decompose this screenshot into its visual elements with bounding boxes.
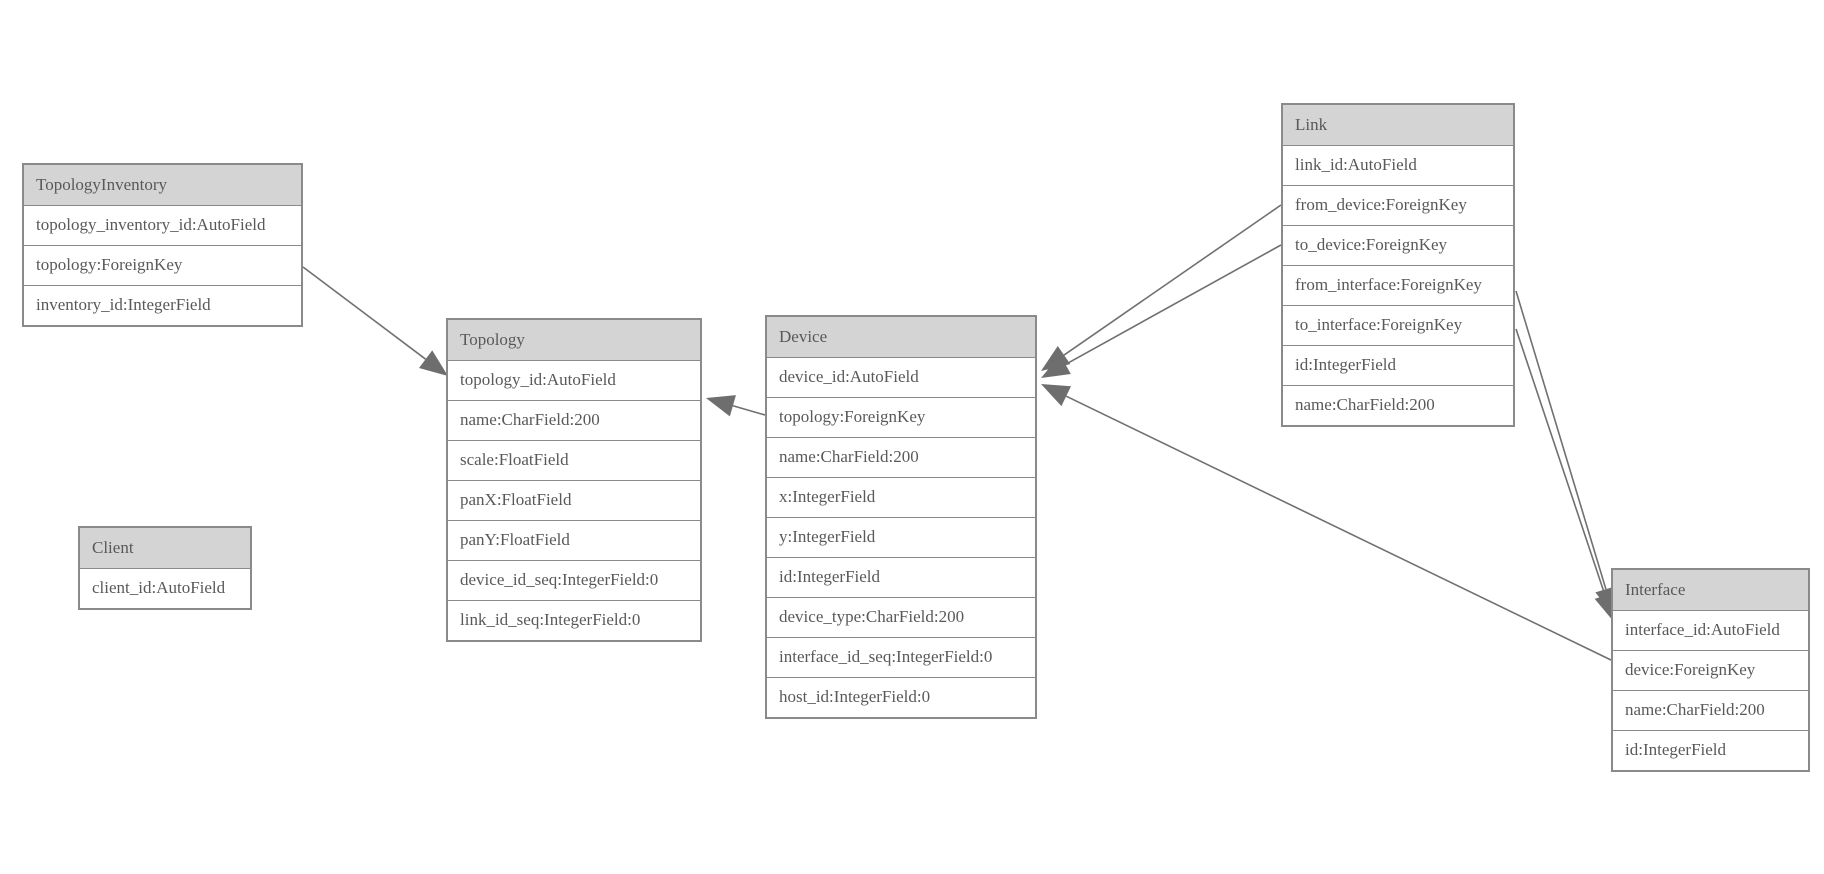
arrowhead-icon	[419, 350, 448, 376]
table-device-field-row: host_id:IntegerField:0	[767, 677, 1035, 717]
table-device-field-row: device_id:AutoField	[767, 357, 1035, 397]
arrowhead-icon	[1041, 354, 1071, 378]
arrowhead-icon	[706, 395, 736, 417]
table-device-field-row: topology:ForeignKey	[767, 397, 1035, 437]
arrowhead-icon	[1041, 346, 1071, 371]
connector-link-to-interface-interface	[1515, 328, 1616, 622]
connector-link-from-interface-interface	[1515, 290, 1617, 616]
table-device-field-row: device_type:CharField:200	[767, 597, 1035, 637]
connector-device-topology	[706, 395, 766, 417]
table-topology-inventory-field-row: topology_inventory_id:AutoField	[24, 205, 301, 245]
table-topology-header: Topology	[448, 320, 700, 360]
table-device-field-row: id:IntegerField	[767, 557, 1035, 597]
table-device-field-row: interface_id_seq:IntegerField:0	[767, 637, 1035, 677]
table-link-field-row: name:CharField:200	[1283, 385, 1513, 425]
table-device-field-row: name:CharField:200	[767, 437, 1035, 477]
table-link-field-row: link_id:AutoField	[1283, 145, 1513, 185]
table-link-header: Link	[1283, 105, 1513, 145]
table-topology-field-row: topology_id:AutoField	[448, 360, 700, 400]
table-device-field-row: x:IntegerField	[767, 477, 1035, 517]
table-interface-field-row: interface_id:AutoField	[1613, 610, 1808, 650]
table-device-header: Device	[767, 317, 1035, 357]
table-topology-field-row: name:CharField:200	[448, 400, 700, 440]
table-interface-field-row: name:CharField:200	[1613, 690, 1808, 730]
table-topology-field-row: panY:FloatField	[448, 520, 700, 560]
table-link-field-row: from_device:ForeignKey	[1283, 185, 1513, 225]
table-topology-field-row: panX:FloatField	[448, 480, 700, 520]
table-topology-field-row: device_id_seq:IntegerField:0	[448, 560, 700, 600]
table-link-field-row: to_device:ForeignKey	[1283, 225, 1513, 265]
connector-link-to-device-device	[1041, 244, 1282, 378]
table-interface-field-row: device:ForeignKey	[1613, 650, 1808, 690]
table-link-field-row: to_interface:ForeignKey	[1283, 305, 1513, 345]
table-link-field-row: from_interface:ForeignKey	[1283, 265, 1513, 305]
table-topology-field-row: scale:FloatField	[448, 440, 700, 480]
table-topology-field-row: link_id_seq:IntegerField:0	[448, 600, 700, 640]
table-link-field-row: id:IntegerField	[1283, 345, 1513, 385]
table-topology-inventory-field-row: inventory_id:IntegerField	[24, 285, 301, 325]
table-client-header: Client	[80, 528, 250, 568]
table-topology-inventory-header: TopologyInventory	[24, 165, 301, 205]
arrowhead-icon	[1041, 384, 1071, 407]
table-device-field-row: y:IntegerField	[767, 517, 1035, 557]
connector-topologyinventory-topology	[302, 266, 448, 376]
table-topology-inventory-field-row: topology:ForeignKey	[24, 245, 301, 285]
table-interface-header: Interface	[1613, 570, 1808, 610]
table-client-field-row: client_id:AutoField	[80, 568, 250, 608]
connector-link-from-device-device	[1041, 204, 1282, 371]
table-interface-field-row: id:IntegerField	[1613, 730, 1808, 770]
